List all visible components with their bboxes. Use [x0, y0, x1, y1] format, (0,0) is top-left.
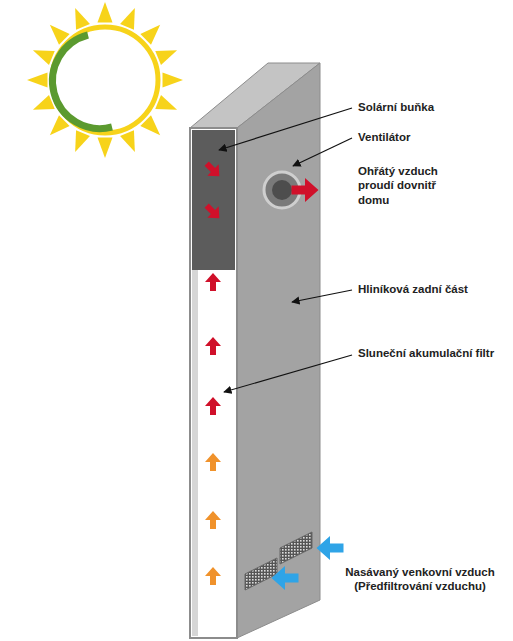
front-face: [190, 128, 237, 638]
air-arrow: [205, 273, 221, 291]
sun-ray: [75, 8, 90, 30]
part-label: Sluneční akumulační filtr: [358, 346, 508, 360]
fan-hub: [272, 180, 292, 200]
aluminium-back: [237, 63, 320, 638]
intake-vent: [280, 532, 312, 564]
air-arrow: [205, 511, 221, 529]
intake-arrow: [317, 536, 344, 560]
air-arrow: [205, 337, 221, 355]
air-arrow: [201, 158, 225, 182]
sun-ray: [33, 95, 55, 110]
front-edge: [192, 270, 198, 636]
intake-arrow: [272, 566, 299, 590]
sun-ray: [75, 130, 90, 152]
sun-crescent: [52, 35, 112, 129]
air-arrow: [205, 397, 221, 415]
sun-ray: [97, 138, 112, 158]
part-label: Solární buňka: [358, 100, 498, 114]
air-arrow: [205, 567, 221, 585]
part-label: Hliníková zadní část: [358, 282, 508, 296]
sun-rays: [27, 2, 183, 158]
intake-vent: [245, 558, 277, 590]
sun-ray: [120, 130, 135, 152]
flow-label: Nasávaný venkovní vzduch (Předfiltrování…: [336, 565, 504, 594]
air-arrow: [205, 453, 221, 471]
warm-air-arrow: [292, 178, 319, 202]
part-label: Ventilátor: [358, 130, 498, 144]
sun-disc: [52, 27, 158, 133]
sun-ray: [27, 72, 47, 87]
leader-line: [219, 108, 352, 150]
sun-ray: [155, 95, 177, 110]
leader-line: [224, 355, 352, 392]
flow-label: Ohřátý vzduch proudí dovnitř domu: [358, 164, 454, 207]
sun-ray: [33, 50, 55, 65]
solar-cell: [192, 130, 235, 270]
sun-ray: [120, 8, 135, 30]
sun-ray: [155, 50, 177, 65]
leader-line: [293, 138, 352, 166]
air-arrow: [201, 200, 225, 224]
leader-line: [292, 290, 352, 302]
sun-ray: [163, 72, 183, 87]
sun-ray: [97, 2, 112, 22]
